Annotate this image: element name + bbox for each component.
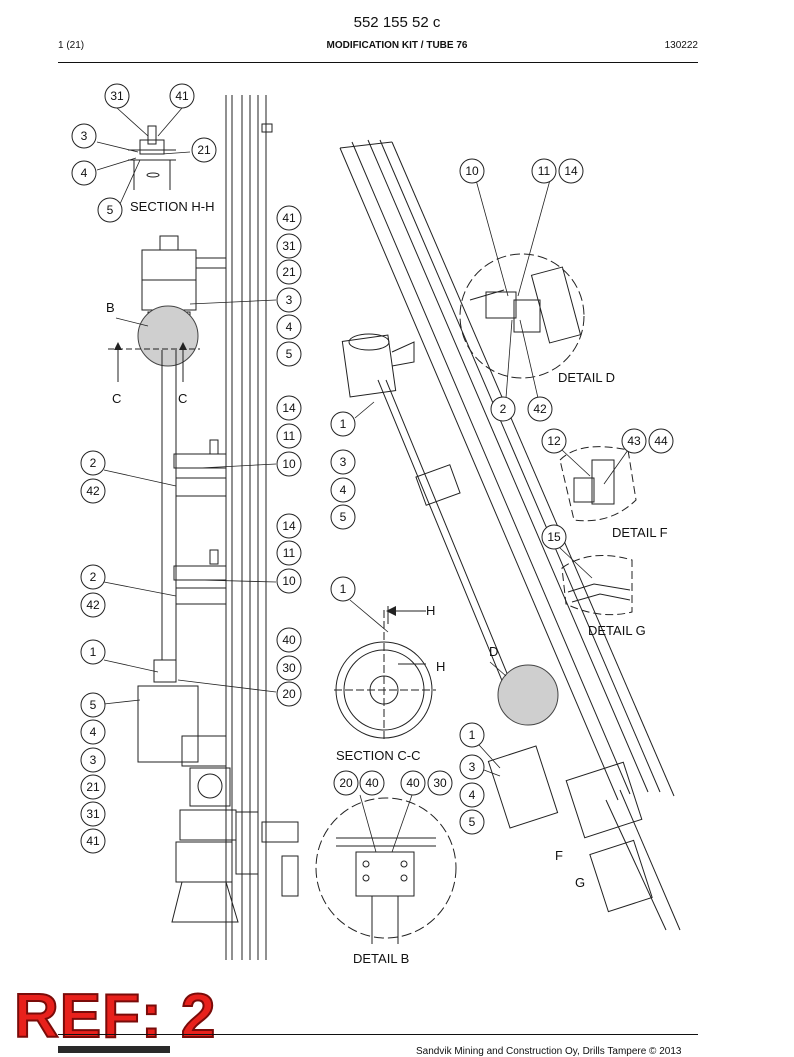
letter-h-top: H: [426, 603, 435, 618]
callout-left2-2: 2: [90, 570, 97, 584]
detail-f-drawing: [559, 446, 637, 522]
letter-c-right: C: [178, 391, 187, 406]
callout-low-30: 30: [282, 661, 296, 675]
callout-d-2: 2: [500, 402, 507, 416]
callout-left1-2: 2: [90, 456, 97, 470]
callout-f-44: 44: [654, 434, 668, 448]
callout-col-31: 31: [282, 239, 296, 253]
letter-h-bottom: H: [436, 659, 445, 674]
section-cc-drawing: [334, 606, 436, 740]
callout-leftlow-3: 3: [90, 753, 97, 767]
letter-d: D: [489, 644, 498, 659]
callout-hh-21: 21: [197, 143, 211, 157]
ref-stamp: REF: 2: [13, 982, 217, 1051]
callout-mid2-14: 14: [282, 519, 296, 533]
callout-d-14: 14: [564, 164, 578, 178]
callout-col-4: 4: [286, 320, 293, 334]
company-logo: [58, 1046, 170, 1053]
callout-mid1-10: 10: [282, 457, 296, 471]
label-detail-g: DETAIL G: [588, 623, 646, 638]
callout-mast-5: 5: [340, 510, 347, 524]
column-assembly-drawing: [108, 95, 299, 960]
page-indicator: 1 (21): [58, 40, 85, 51]
callout-hh-5: 5: [107, 203, 114, 217]
callout-mastlow-3: 3: [469, 760, 476, 774]
callout-g-15: 15: [547, 530, 561, 544]
callout-f-12: 12: [547, 434, 561, 448]
callout-mastlow-1: 1: [469, 728, 476, 742]
callout-hh-41: 41: [175, 89, 189, 103]
footer-copyright: Sandvik Mining and Construction Oy, Dril…: [416, 1046, 682, 1057]
callout-b-40a: 40: [365, 776, 379, 790]
callout-leftlow-21: 21: [86, 780, 100, 794]
callout-b-40b: 40: [406, 776, 420, 790]
label-section-hh: SECTION H-H: [130, 199, 215, 214]
callout-d-10: 10: [465, 164, 479, 178]
callout-mast-3: 3: [340, 455, 347, 469]
callout-b-30: 30: [433, 776, 447, 790]
header-rule: [58, 62, 698, 63]
callout-b-20: 20: [339, 776, 353, 790]
callout-leftlow-4: 4: [90, 725, 97, 739]
callout-leftlow-41: 41: [86, 834, 100, 848]
callout-cc-1: 1: [340, 582, 347, 596]
callout-f-43: 43: [627, 434, 641, 448]
section-hh-drawing: [128, 125, 176, 190]
label-detail-d: DETAIL D: [558, 370, 615, 385]
callout-mastlow-4: 4: [469, 788, 476, 802]
callout-mid2-10: 10: [282, 574, 296, 588]
callout-col-41: 41: [282, 211, 296, 225]
callout-col-21: 21: [282, 265, 296, 279]
callout-mast-1: 1: [340, 417, 347, 431]
letter-c-left: C: [112, 391, 121, 406]
callout-mid1-14: 14: [282, 401, 296, 415]
label-detail-f: DETAIL F: [612, 525, 668, 540]
label-detail-b: DETAIL B: [353, 951, 409, 966]
callout-low-40: 40: [282, 633, 296, 647]
document-number: 552 155 52 c: [353, 14, 441, 31]
callout-d-11: 11: [538, 164, 551, 178]
callout-leftlow-31: 31: [86, 807, 100, 821]
letter-b: B: [106, 300, 115, 315]
callout-hh-31: 31: [110, 89, 124, 103]
callout-mid1-11: 11: [283, 429, 296, 443]
callout-hh-4: 4: [81, 166, 88, 180]
callout-mid2-11: 11: [283, 546, 296, 560]
callout-left1-42: 42: [86, 484, 100, 498]
document-date: 130222: [664, 40, 698, 51]
document-title: MODIFICATION KIT / TUBE 76: [326, 40, 468, 51]
detail-d-drawing: [459, 253, 585, 379]
mast-drawing: [339, 139, 681, 931]
callout-col-3: 3: [286, 293, 293, 307]
detail-g-drawing: [561, 555, 633, 616]
callout-col-5: 5: [286, 347, 293, 361]
callout-left2-42: 42: [86, 598, 100, 612]
letter-g: G: [575, 875, 585, 890]
letter-f: F: [555, 848, 563, 863]
label-section-cc: SECTION C-C: [336, 748, 421, 763]
callout-mast-4: 4: [340, 483, 347, 497]
callout-d-42: 42: [533, 402, 547, 416]
callout-mastlow-5: 5: [469, 815, 476, 829]
detail-b-drawing: [315, 797, 457, 944]
callout-low-20: 20: [282, 687, 296, 701]
callout-leftlow-5: 5: [90, 698, 97, 712]
callout-leftlow-1: 1: [90, 645, 97, 659]
callout-hh-3: 3: [81, 129, 88, 143]
footer-rule: [58, 1034, 698, 1035]
